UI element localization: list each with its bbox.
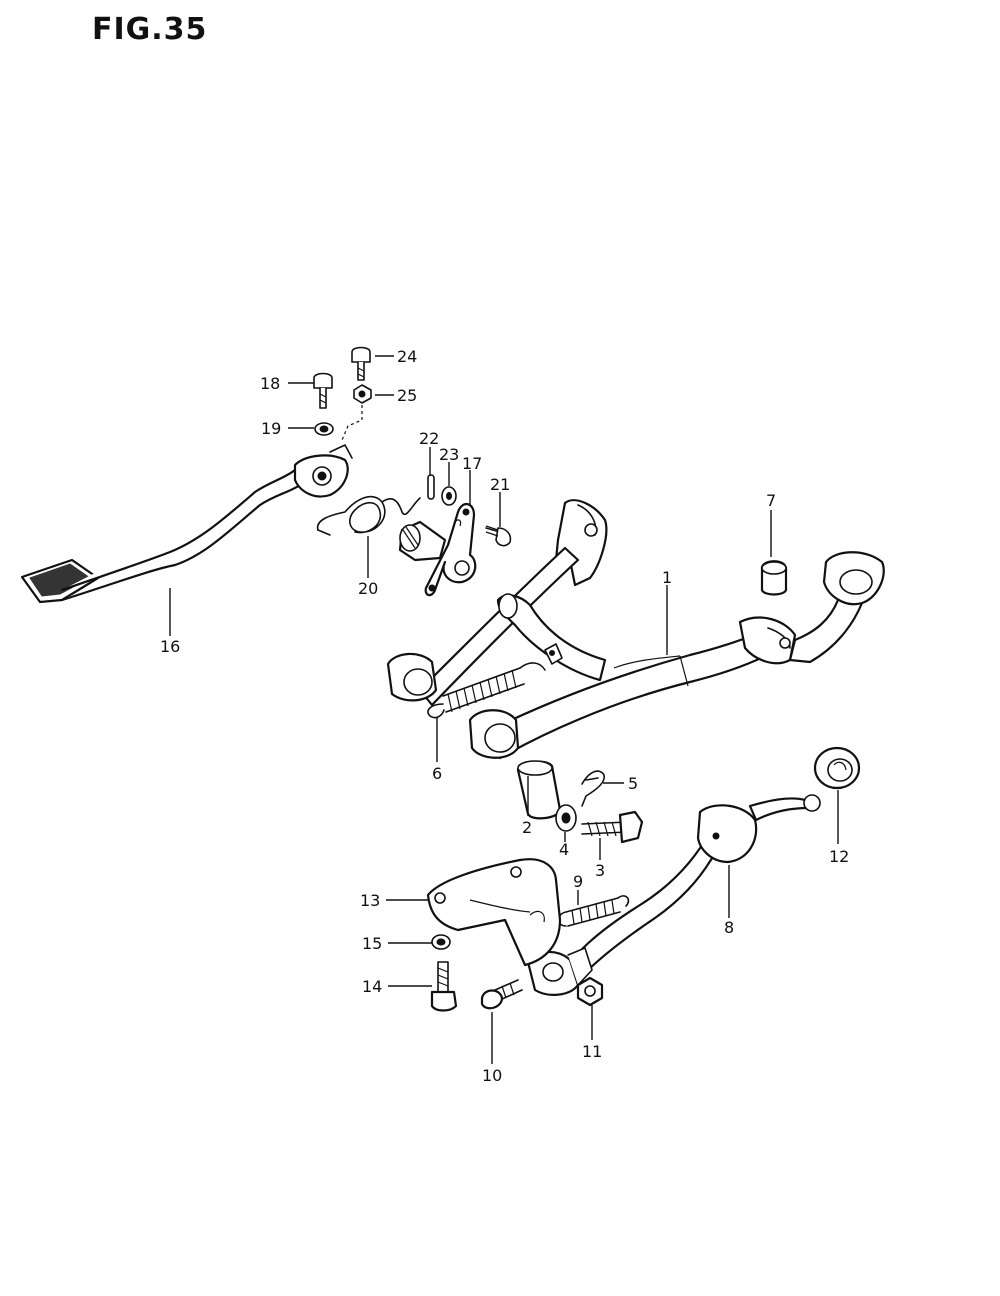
label-13: 13 [360,891,380,910]
label-1: 1 [662,568,672,587]
clip-5 [581,770,606,807]
label-12: 12 [829,847,849,866]
collar-2 [516,760,562,820]
nut-19 [314,422,334,436]
label-23: 23 [439,445,459,464]
lock-washer-15 [431,934,451,950]
label-17: 17 [462,454,482,473]
label-7: 7 [766,491,776,510]
label-25: 25 [397,386,417,405]
nut-25 [353,384,372,404]
bolt-18 [313,372,333,409]
side-stand-8 [526,794,821,996]
bolt-10 [480,979,523,1010]
label-14: 14 [362,977,382,996]
label-22: 22 [419,429,439,448]
label-9: 9 [573,872,583,891]
label-15: 15 [362,934,382,953]
bolt-3 [581,810,644,844]
label-20: 20 [358,579,378,598]
pivot-shaft [398,520,447,562]
leader-lines [169,355,839,1064]
stopper-rubber-7 [760,560,788,596]
label-2: 2 [522,818,532,837]
return-spring [316,495,421,536]
center-stand-frame [386,499,885,760]
bolt-14 [430,961,458,1012]
washer-23 [441,486,457,506]
bracket-plate-13 [426,858,562,967]
label-11: 11 [582,1042,602,1061]
label-24: 24 [397,347,417,366]
label-6: 6 [432,764,442,783]
label-16: 16 [160,637,180,656]
brake-pedal [20,444,353,604]
label-5: 5 [628,774,638,793]
part-labels: 1 2 3 4 5 6 7 8 9 10 11 12 13 14 15 16 1… [160,347,849,1085]
bolt-21 [485,525,512,547]
label-10: 10 [482,1066,502,1085]
label-21: 21 [490,475,510,494]
label-18: 18 [260,374,280,393]
label-4: 4 [559,840,569,859]
brake-arm-17 [424,503,477,597]
label-3: 3 [595,861,605,880]
washer-4 [555,804,577,832]
label-19: 19 [261,419,281,438]
bolt-24 [351,346,371,381]
pin-22 [427,474,435,500]
stand-spring [427,662,546,719]
label-8: 8 [724,918,734,937]
nut-11 [576,976,604,1007]
stopper-rubber-12 [813,746,861,790]
figure-title: FIG.35 [92,12,208,47]
